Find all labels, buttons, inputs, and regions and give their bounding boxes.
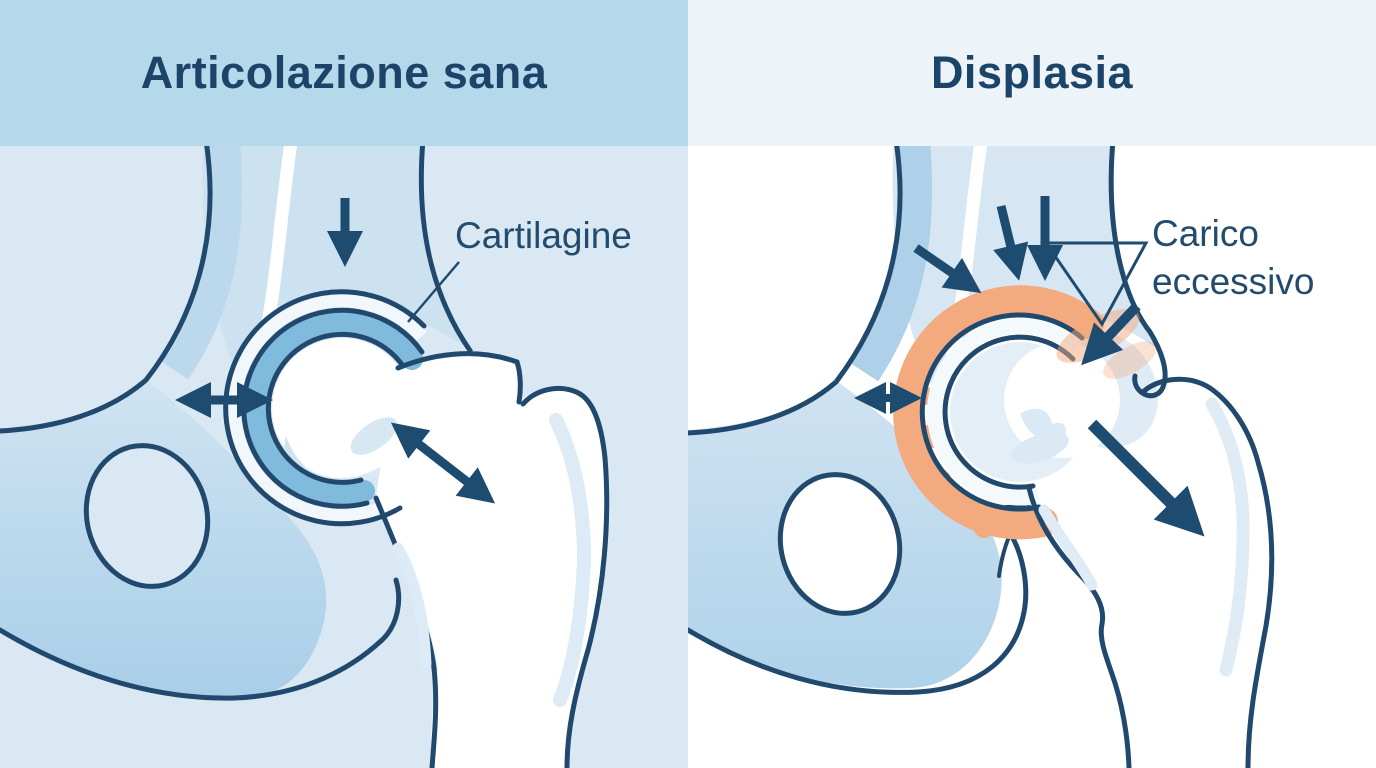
femur-inner-shading-2 [1038,504,1098,591]
femoral-head-fovea [350,417,398,455]
panel-healthy-joint [0,0,688,768]
greater-trochanter-outline [520,385,610,768]
femoral-neck-outline [395,351,523,405]
excessive-load-label-line1: Carico [1152,213,1259,254]
greater-trochanter-outline [1140,376,1275,768]
obturator-foramen [777,472,903,616]
pressure-arrow-vertical-1-icon [993,204,1029,281]
dysplastic-hip-illustration [688,0,1376,768]
femur-medial-outline [1026,485,1132,768]
cartilage-outer-edge [241,307,425,509]
trochanteric-fossa-outline [1132,329,1168,399]
annotation-arrows-left [175,198,496,504]
pelvis-outline [688,527,1029,695]
pelvis-outline [0,577,402,701]
excessive-load-label-line2: eccessivo [1152,261,1315,302]
femur-inner-shading-2 [392,542,432,670]
neck-axis-arrow-icon [390,422,496,504]
ilium-outline-right [1108,139,1152,334]
healthy-cartilage-ring [244,311,423,506]
femoral-head-fovea [1020,408,1066,443]
acetabular-rim [919,312,1085,512]
title-healthy-joint: Articolazione sana [140,47,548,98]
ilium-shading [849,140,933,382]
excessive-load-label: Carico eccessivo [1152,210,1314,306]
femur-outlines-right [1026,329,1275,768]
cartilage-inner-edge [942,334,1076,490]
ilium-shading [159,140,243,380]
header-band-left [0,0,688,146]
header-band-right [688,0,1376,146]
healthy-hip-illustration [0,0,688,768]
joint-space [927,318,1083,506]
cartilage-label: Cartilagine [455,215,632,256]
inflammation-smudge-2 [1103,341,1157,379]
carico-leader-triangle [1043,241,1149,327]
femur-inner-shading [1205,397,1250,677]
femur-inner-shading [549,413,592,707]
pressure-arrow-oblique-icon [913,244,982,294]
ilium-outline-left [0,139,213,434]
femur-outlines-left [373,351,610,768]
obturator-foramen [83,443,211,589]
panel-dysplasia-joint [688,0,1376,768]
subluxation-arrow-icon [1087,419,1205,537]
annotation-arrows-right [854,196,1205,537]
cartilage-leader-line [407,261,460,323]
focal-load-arrow-icon [1081,302,1141,366]
ilium-outline-right [418,139,474,354]
inflammation-blob [974,518,994,538]
pelvis-bone-left [0,380,402,701]
ilium-outline-left [688,139,903,436]
title-dysplasia: Displasia [930,47,1134,98]
